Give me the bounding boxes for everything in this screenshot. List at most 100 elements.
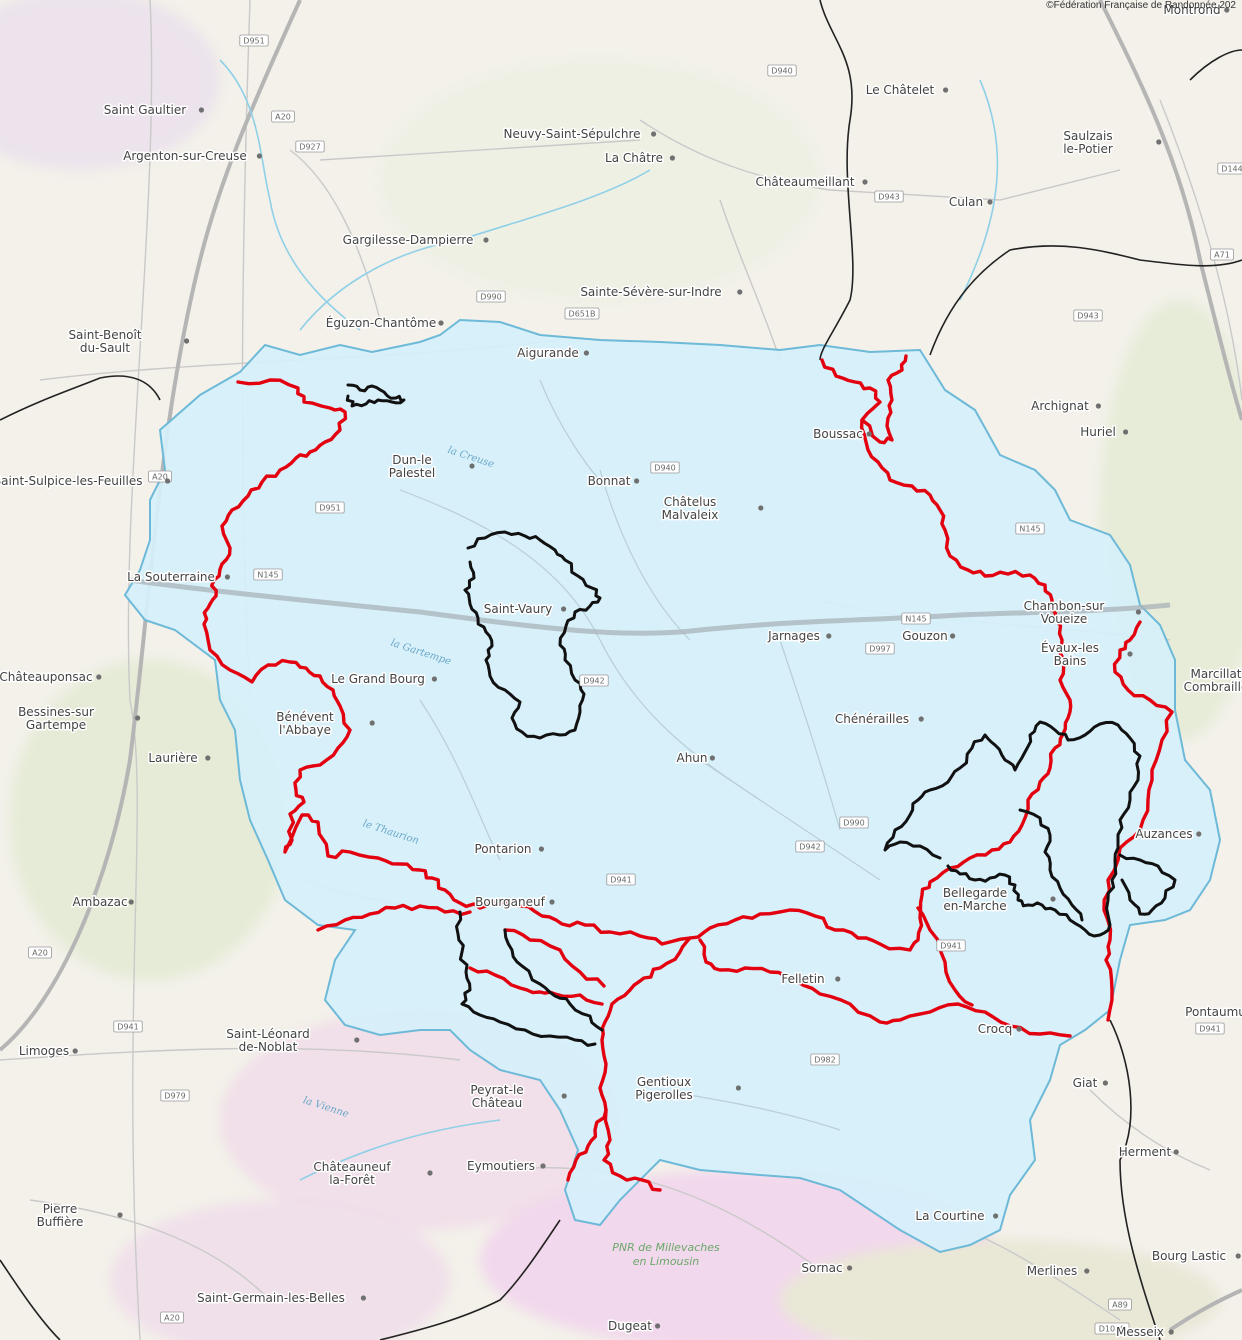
place-jarnages[interactable]: Jarnages (766, 628, 822, 645)
town-dot (1050, 896, 1056, 902)
place-bourganeuf[interactable]: Bourganeuf (474, 894, 547, 911)
road-number: D941 (940, 942, 961, 951)
grp-route-4[interactable] (503, 928, 604, 1032)
place-bourg-lastic[interactable]: Bourg Lastic (1150, 1248, 1227, 1265)
place-bonnat[interactable]: Bonnat (586, 473, 632, 490)
place-messeix[interactable]: Messeix (1114, 1324, 1165, 1340)
road-shield: D940 (650, 461, 680, 474)
place-sornac[interactable]: Sornac (800, 1260, 844, 1277)
road-shield: A20 (160, 1311, 184, 1324)
place-neuvy-saint-sepulchre[interactable]: Neuvy-Saint-Sépulchre (502, 126, 642, 143)
town-dot (224, 574, 230, 580)
place-label-line: Le Châtelet (866, 83, 935, 97)
place-giat[interactable]: Giat (1071, 1075, 1099, 1092)
gr-route-10[interactable] (503, 928, 606, 988)
place-huriel[interactable]: Huriel (1079, 424, 1118, 441)
place-label-line: Saint Gaultier (104, 103, 186, 117)
park-label: PNR de Millevaches (612, 1241, 720, 1254)
place-merlines[interactable]: Merlines (1025, 1263, 1079, 1280)
gr-route-7[interactable] (916, 906, 974, 1007)
town-dot (862, 179, 868, 185)
place-lauriere[interactable]: Laurière (147, 750, 199, 767)
grp-route-3[interactable] (455, 910, 597, 1047)
place-pontarion[interactable]: Pontarion (473, 841, 533, 858)
place-label-line: l'Abbaye (279, 723, 331, 737)
place-chateauponsac[interactable]: Châteauponsac (0, 669, 94, 686)
gr-route-2[interactable] (860, 354, 908, 445)
place-boussac[interactable]: Boussac (812, 426, 865, 443)
place-argenton-sur-creuse[interactable]: Argenton-sur-Creuse (122, 148, 249, 165)
gr-route-8[interactable] (1102, 620, 1174, 1022)
place-la-souterraine[interactable]: La Souterraine (126, 569, 217, 586)
place-le-grand-bourg[interactable]: Le Grand Bourg (330, 671, 427, 688)
place-chateaumeillant[interactable]: Châteaumeillant (754, 174, 856, 191)
park-label: en Limousin (633, 1255, 700, 1268)
road-shield: D943 (874, 190, 904, 203)
place-saint-sulpice-les-feuilles[interactable]: Saint-Sulpice-les-Feuilles (0, 473, 144, 490)
place-label-line: Dugeat (608, 1319, 652, 1333)
town-dot (993, 1213, 999, 1219)
road-shield: D651B (564, 307, 600, 320)
place-la-courtine[interactable]: La Courtine (914, 1208, 986, 1225)
place-gargilesse-dampierre[interactable]: Gargilesse-Dampierre (341, 232, 475, 249)
grp-route-1[interactable] (345, 383, 406, 408)
gr-route-5[interactable] (602, 1108, 662, 1192)
place-crocq[interactable]: Crocq (976, 1021, 1014, 1038)
place-auzances[interactable]: Auzances (1134, 826, 1194, 843)
place-chenerailles[interactable]: Chénérailles (833, 711, 910, 728)
place-ahun[interactable]: Ahun (675, 750, 709, 767)
place-felletin[interactable]: Felletin (780, 971, 826, 988)
gr-route-4[interactable] (566, 936, 692, 1182)
place-label-line: Chénérailles (835, 712, 909, 726)
hiking-routes[interactable] (202, 354, 1177, 1192)
place-label-line: Pigerolles (635, 1088, 693, 1102)
place-aigurande[interactable]: Aigurande (516, 345, 581, 362)
place-sainte-severe-sur-indre[interactable]: Sainte-Sévère-sur-Indre (579, 284, 723, 301)
place-label-line: Eymoutiers (467, 1159, 535, 1173)
place-la-chatre[interactable]: La Châtre (604, 150, 665, 167)
grp-route-7[interactable] (1018, 808, 1084, 922)
place-le-chatelet[interactable]: Le Châtelet (864, 82, 936, 99)
grp-route-5[interactable] (883, 720, 1142, 938)
place-montrond[interactable]: Montrond (1162, 2, 1222, 19)
place-label-line: Voueize (1041, 612, 1088, 626)
place-dugeat[interactable]: Dugeat (607, 1318, 654, 1335)
place-herment[interactable]: Herment (1117, 1144, 1173, 1161)
grp-route-6[interactable] (1118, 853, 1177, 916)
gr-route-6[interactable] (698, 938, 1072, 1038)
road-number: D943 (878, 193, 899, 202)
gr-route-3[interactable] (316, 903, 472, 932)
place-saint-gaultier[interactable]: Saint Gaultier (102, 102, 187, 119)
gr-route-9[interactable] (468, 966, 604, 1006)
place-eguzon-chantome[interactable]: Éguzon-Chantôme (324, 314, 437, 332)
place-culan[interactable]: Culan (947, 194, 984, 211)
gr-route-1[interactable] (202, 358, 1073, 952)
place-archignat[interactable]: Archignat (1030, 398, 1091, 415)
place-gouzon[interactable]: Gouzon (901, 628, 950, 645)
place-limoges[interactable]: Limoges (17, 1043, 70, 1060)
place-saint-vaury[interactable]: Saint-Vaury (482, 601, 554, 618)
place-pontaumur[interactable]: Pontaumur (1184, 1004, 1242, 1021)
place-saint-germain-les-belles[interactable]: Saint-Germain-les-Belles (196, 1290, 347, 1307)
road-number: D997 (869, 645, 890, 654)
place-eymoutiers[interactable]: Eymoutiers (466, 1158, 537, 1175)
grp-route-2[interactable] (463, 530, 602, 740)
place-ambazac[interactable]: Ambazac (71, 894, 129, 911)
